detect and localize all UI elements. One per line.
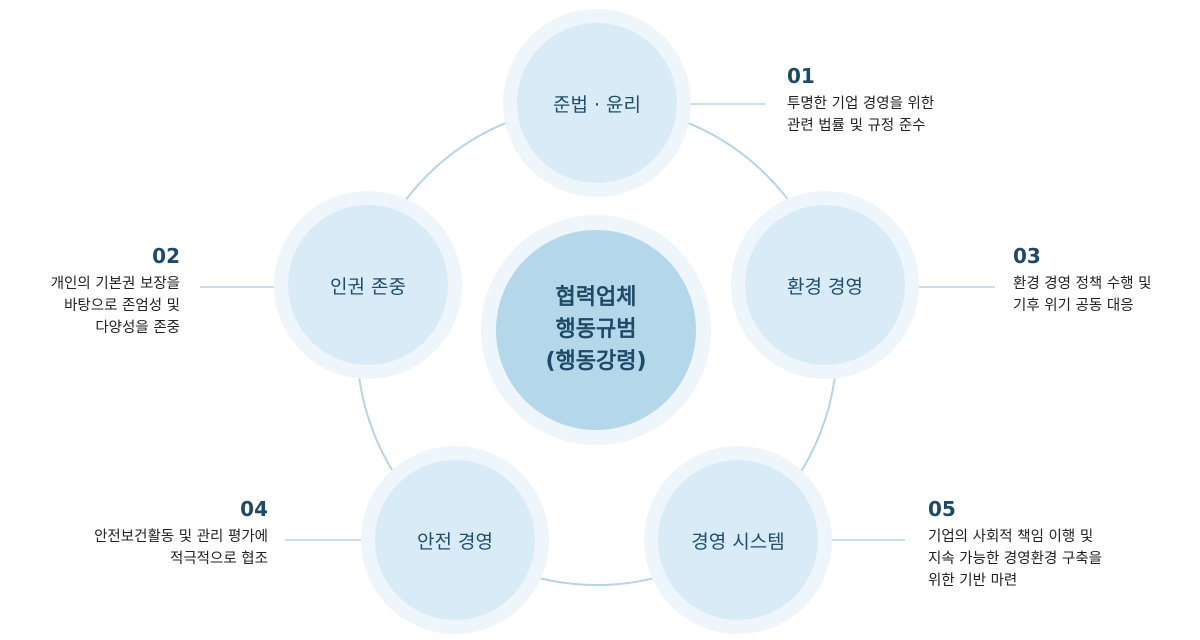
desc-line: 바탕으로 존엄성 및 bbox=[64, 298, 180, 314]
center-line: 협력업체 bbox=[555, 285, 637, 310]
desc-line: 다양성을 존중 bbox=[95, 320, 180, 336]
desc-number: 02 bbox=[152, 244, 180, 268]
desc-03: 03 환경 경영 정책 수행 및 기후 위기 공동 대응 bbox=[1013, 243, 1152, 317]
desc-number: 05 bbox=[928, 497, 956, 521]
node-label: 경영 시스템 bbox=[691, 530, 785, 553]
desc-05: 05 기업의 사회적 책임 이행 및 지속 가능한 경영환경 구축을 위한 기반… bbox=[928, 496, 1102, 592]
center-line: (행동강령) bbox=[545, 349, 647, 374]
desc-line: 개인의 기본권 보장을 bbox=[50, 276, 180, 292]
node-compliance-ethics: 준법 · 윤리 bbox=[503, 9, 691, 197]
desc-02: 02 개인의 기본권 보장을 바탕으로 존엄성 및 다양성을 존중 bbox=[51, 243, 180, 339]
node-label: 준법 · 윤리 bbox=[552, 93, 642, 116]
desc-number: 03 bbox=[1013, 244, 1041, 268]
node-label: 환경 경영 bbox=[787, 275, 863, 298]
desc-line: 환경 경영 정책 수행 및 bbox=[1013, 276, 1152, 292]
node-safety: 안전 경영 bbox=[361, 446, 549, 634]
node-label: 안전 경영 bbox=[417, 530, 493, 553]
desc-01: 01 투명한 기업 경영을 위한 관련 법률 및 규정 준수 bbox=[787, 63, 934, 137]
desc-line: 관련 법률 및 규정 준수 bbox=[787, 118, 926, 134]
center-line: 행동규범 bbox=[555, 317, 637, 342]
desc-line: 적극적으로 협조 bbox=[170, 551, 268, 567]
desc-number: 04 bbox=[240, 497, 268, 521]
desc-line: 기업의 사회적 책임 이행 및 bbox=[928, 529, 1094, 545]
desc-line: 기후 위기 공동 대응 bbox=[1013, 298, 1134, 314]
node-environment: 환경 경영 bbox=[731, 191, 919, 379]
desc-04: 04 안전보건활동 및 관리 평가에 적극적으로 협조 bbox=[94, 496, 268, 570]
node-human-rights: 인권 존중 bbox=[274, 191, 462, 379]
desc-line: 위한 기반 마련 bbox=[928, 573, 1018, 589]
desc-number: 01 bbox=[787, 64, 815, 88]
desc-line: 지속 가능한 경영환경 구축을 bbox=[928, 551, 1102, 567]
center-node: 협력업체 행동규범 (행동강령) bbox=[481, 215, 711, 445]
node-management-system: 경영 시스템 bbox=[644, 446, 832, 634]
desc-line: 안전보건활동 및 관리 평가에 bbox=[94, 529, 268, 545]
desc-line: 투명한 기업 경영을 위한 bbox=[787, 96, 935, 112]
node-label: 인권 존중 bbox=[330, 275, 406, 298]
